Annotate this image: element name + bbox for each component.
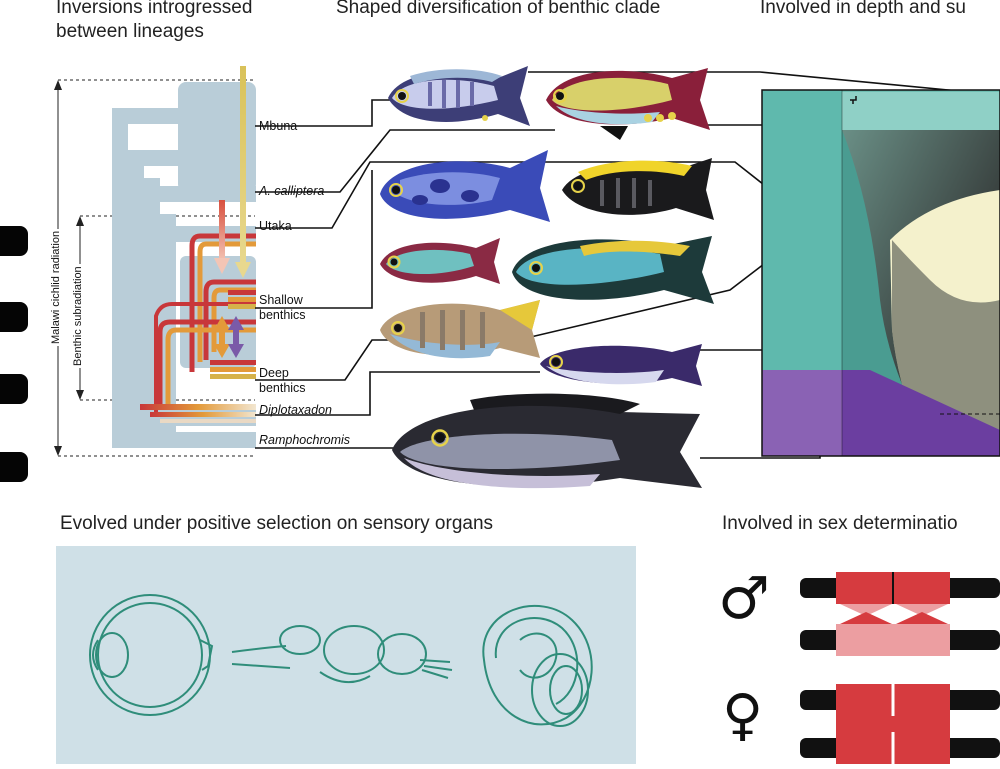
phylogeny-tree — [54, 66, 256, 457]
lake-depth-cube — [761, 89, 1000, 457]
male-symbol: ♂ — [718, 564, 770, 632]
lineage-label-a-calliptera: A. calliptera — [259, 184, 325, 198]
female-symbol: ♀ — [722, 683, 764, 748]
female-chromosome-pair — [800, 684, 1000, 764]
lineage-label-utaka: Utaka — [259, 219, 292, 233]
male-chromosome-pair — [800, 572, 1000, 656]
header-inversions: Inversions introgressed between lineages — [56, 0, 253, 42]
fish-black-yellow — [562, 158, 714, 220]
lineage-label-ramphochromis: Ramphochromis — [259, 433, 351, 447]
eye-icon — [89, 594, 214, 716]
fish-blue-mottled — [380, 150, 550, 222]
fish-mbuna — [388, 66, 530, 126]
side-tab — [0, 302, 28, 332]
fish-ramphochromis — [392, 393, 702, 489]
lineage-label-diplotaxadon: Diplotaxadon — [259, 403, 332, 417]
sensory-panel — [56, 546, 636, 764]
fish-small-teal — [380, 238, 500, 284]
header-sensory: Evolved under positive selection on sens… — [60, 513, 494, 534]
side-tab — [0, 226, 28, 256]
lineage-label-deep-benthics: Deep benthics — [259, 366, 306, 395]
header-sex-determination: Involved in sex determinatio — [722, 513, 958, 534]
brain-icon — [231, 625, 453, 683]
header-shaped-diversification: Shaped diversification of benthic clade — [336, 0, 661, 18]
inner-ear-icon — [482, 604, 593, 727]
side-tab — [0, 452, 28, 482]
lineage-label-mbuna: Mbuna — [259, 119, 298, 133]
fish-diplotaxadon — [540, 344, 702, 386]
fish-illustrations — [380, 66, 714, 489]
sex-chromosomes — [800, 572, 1000, 764]
fish-a-calliptera — [546, 68, 710, 140]
side-tab — [0, 374, 28, 404]
fish-large-teal — [512, 236, 714, 304]
header-depth: Involved in depth and su — [760, 0, 966, 18]
subradiation-label: Benthic subradiation — [72, 264, 84, 368]
lineage-label-shallow-benthics: Shallow benthics — [259, 293, 306, 322]
radiation-label: Malawi cichlid radiation — [50, 228, 62, 346]
fish-tan-striped — [380, 300, 540, 359]
